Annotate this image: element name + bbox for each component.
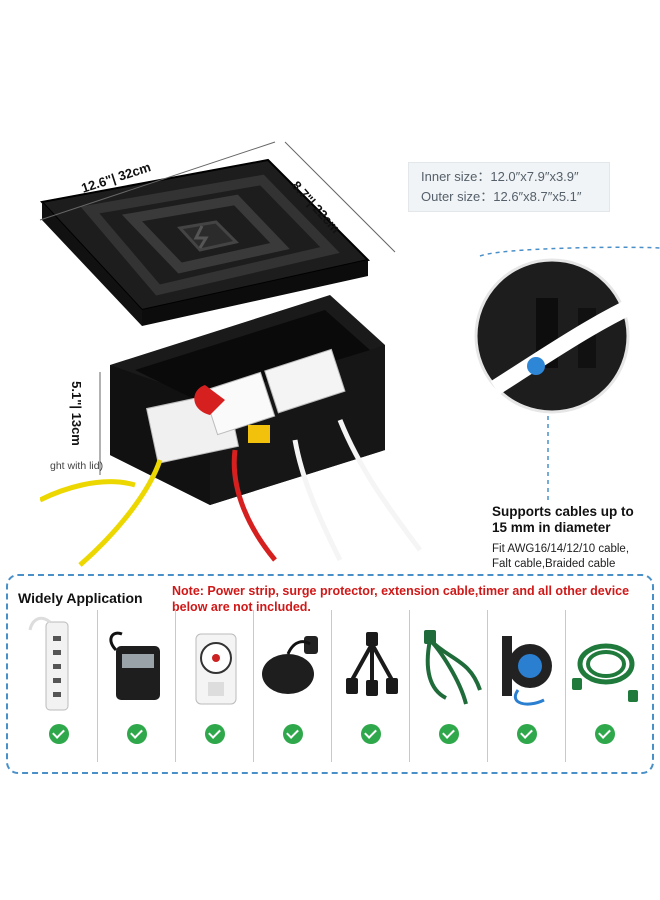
device-grid xyxy=(20,610,644,762)
check-icon xyxy=(517,724,537,744)
device-cell-cord-reel xyxy=(488,610,566,762)
check-icon xyxy=(439,724,459,744)
device-cell-digital-timer xyxy=(98,610,176,762)
cord-reel-icon xyxy=(502,636,552,706)
device-cell-extension-cord xyxy=(566,610,644,762)
check-icon xyxy=(127,724,147,744)
box-lid-illustration xyxy=(40,158,370,326)
green-extension-cord-icon xyxy=(572,643,638,702)
cable-support-info: Supports cables up to 15 mm in diameter … xyxy=(492,504,660,572)
support-line-1: Supports cables up to xyxy=(492,504,634,519)
check-icon xyxy=(283,724,303,744)
device-cell-mechanical-timer xyxy=(176,610,254,762)
support-line-2: 15 mm in diameter xyxy=(492,520,611,535)
check-icon xyxy=(595,724,615,744)
not-included-note: Note: Power strip, surge protector, exte… xyxy=(172,584,630,614)
height-note: ght with lid) xyxy=(50,460,104,472)
cable-slot-zoom-illustration xyxy=(474,246,660,500)
outer-size-text: Outer size：12.6″x8.7″x5.1″ xyxy=(421,189,582,204)
support-line-4: Falt cable,Braided cable xyxy=(492,558,616,570)
power-strip-icon xyxy=(28,616,69,711)
mechanical-timer-icon xyxy=(195,633,237,705)
size-info-box: Inner size：12.0″x7.9″x3.9″ Outer size：12… xyxy=(408,162,610,212)
green-splitter-icon xyxy=(424,630,482,705)
device-cell-splitter xyxy=(332,610,410,762)
device-cell-green-splitter xyxy=(410,610,488,762)
application-title: Widely Application xyxy=(18,590,143,606)
box-body-illustration xyxy=(40,295,423,567)
inner-size-text: Inner size：12.0″x7.9″x3.9″ xyxy=(421,169,579,184)
device-cell-outlet-hub xyxy=(254,610,332,762)
splitter-cord-icon xyxy=(346,632,398,696)
outdoor-outlet-hub-icon xyxy=(262,636,318,694)
check-icon xyxy=(49,724,69,744)
device-cell-power-strip xyxy=(20,610,98,762)
digital-timer-icon xyxy=(109,631,160,700)
check-icon xyxy=(205,724,225,744)
dimension-arrows xyxy=(39,141,396,475)
check-icon xyxy=(361,724,381,744)
support-line-3: Fit AWG16/14/12/10 cable, xyxy=(492,543,630,555)
